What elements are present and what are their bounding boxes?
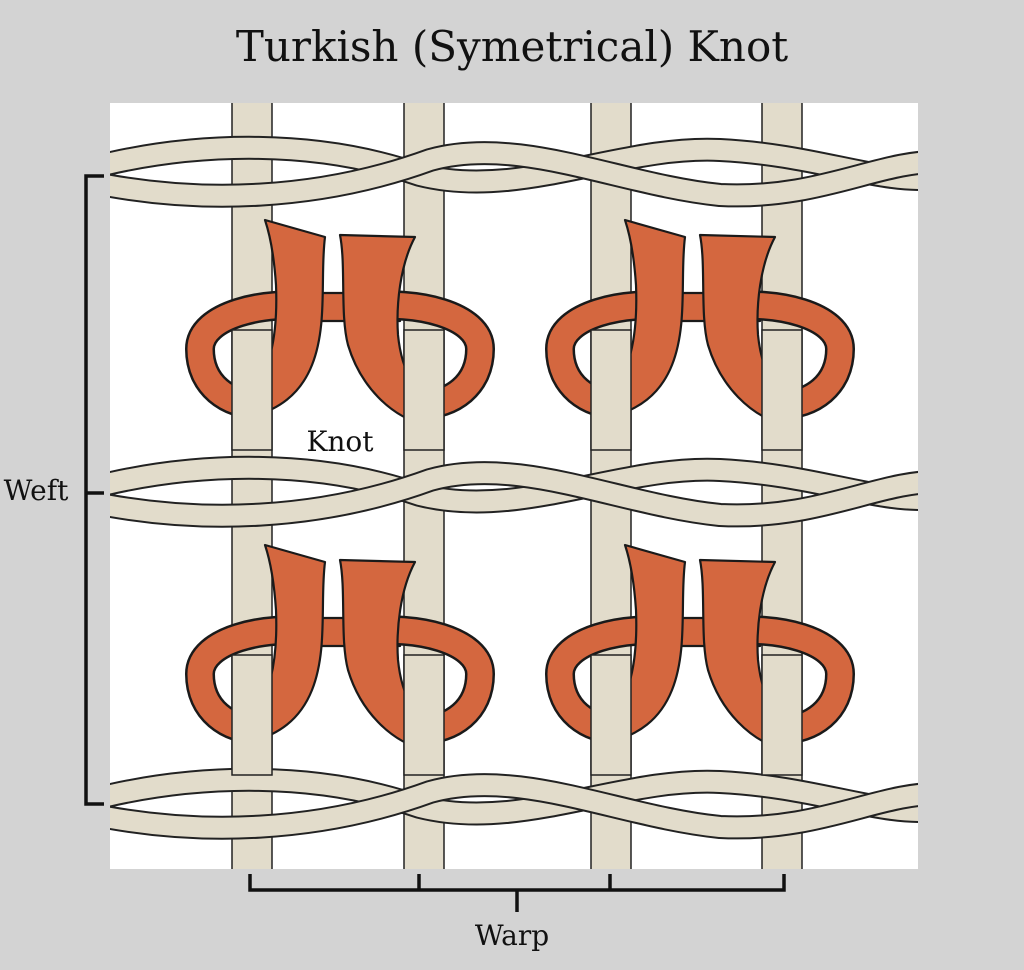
warp-overlay [403, 654, 445, 776]
warp-overlay [231, 329, 273, 451]
weft-group-middle [110, 455, 918, 528]
weft-label: Weft [4, 474, 69, 507]
weft-group-bottom [110, 767, 918, 840]
warp-bracket [248, 874, 786, 892]
warp-overlay [761, 329, 803, 451]
weft-bracket [84, 174, 104, 806]
warp-overlay [590, 329, 632, 451]
knot-label: Knot [306, 425, 374, 458]
warp-overlay [231, 654, 273, 776]
weft-group-top [110, 135, 918, 208]
warp-overlay [403, 329, 445, 451]
warp-overlay [590, 654, 632, 776]
diagram-title: Turkish (Symetrical) Knot [235, 22, 789, 71]
warp-label: Warp [475, 919, 549, 952]
warp-overlay [761, 654, 803, 776]
